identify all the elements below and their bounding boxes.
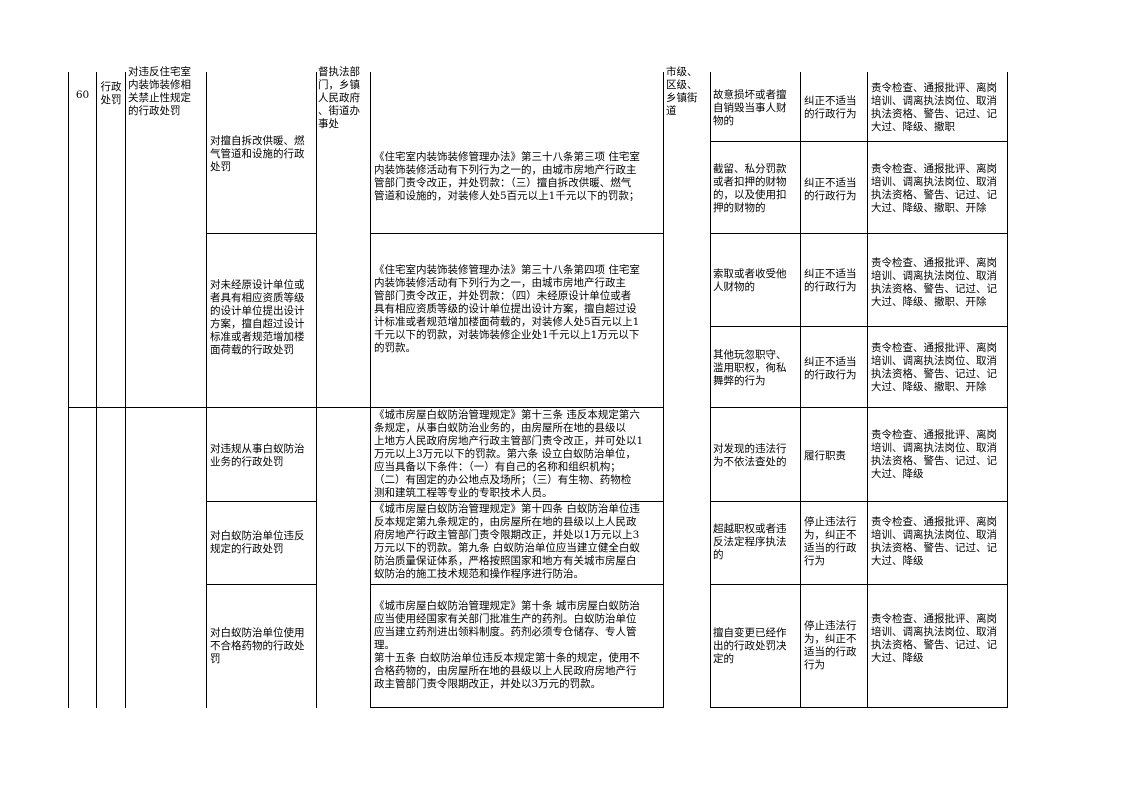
grid-line <box>206 501 317 502</box>
grid-line <box>370 72 371 708</box>
sub-item-name-cell: 对未经原设计单位或 者具有相应资质等级 的设计单位提出设计 方案，擅自超过设计 … <box>210 279 305 356</box>
grid-line <box>96 72 97 708</box>
grid-line <box>1007 72 1008 708</box>
duty-situation-cell: 索取或者收受他 人财物的 <box>713 268 787 293</box>
duty-type-cell: 履行职责 <box>804 450 846 462</box>
duty-type-cell: 纠正不适当 的行政行为 <box>804 95 857 120</box>
grid-line <box>206 233 317 234</box>
accountability-cell: 责令检查、通报批评、离岗 培训、调离执法岗位、取消 执法资格、警告、记过、记 大… <box>871 342 997 393</box>
duty-situation-cell: 故意损坏或者擅 自销毁当事人财 物的 <box>713 89 787 127</box>
legal-basis-cell: 《城市房屋白蚁防治管理规定》第十三条 违反本规定第六 条规定，从事白蚁防治业务的… <box>374 409 644 499</box>
grid-line <box>710 707 1008 708</box>
accountability-cell: 责令检查、通报批评、离岗 培训、调离执法岗位、取消 执法资格、警告、记过、记 大… <box>871 516 997 567</box>
sub-item-name-cell: 对白蚁防治单位违反 规定的行政处罚 <box>210 530 305 555</box>
grid-line <box>370 584 664 585</box>
duty-situation-cell: 擅自变更已经作 出的行政处罚决 定的 <box>713 627 787 665</box>
grid-line <box>710 72 711 708</box>
grid-line <box>370 707 664 708</box>
grid-line <box>370 233 664 234</box>
sub-item-name-cell: 对违规从事白蚁防治 业务的行政处罚 <box>210 443 305 468</box>
accountability-cell: 责令检查、通报批评、离岗 培训、调离执法岗位、取消 执法资格、警告、记过、记 大… <box>871 82 997 133</box>
duty-type-cell: 停止违法行 为，纠正不 适当的行政 行为 <box>804 516 857 567</box>
grid-line <box>710 233 1008 234</box>
duty-situation-cell: 其他玩忽职守、 滥用职权，徇私 舞弊的行为 <box>713 349 787 387</box>
accountability-cell: 责令检查、通报批评、离岗 培训、调离执法岗位、取消 执法资格、警告、记过、记 大… <box>871 613 997 664</box>
grid-line <box>68 407 664 408</box>
sub-item-name-cell: 对擅自拆改供暖、燃 气管道和设施的行政 处罚 <box>210 135 305 173</box>
grid-line <box>710 141 1008 142</box>
legal-basis-cell: 《住宅室内装饰装修管理办法》第三十八条第三项 住宅室 内装饰装修活动有下列行为之… <box>374 151 640 202</box>
duty-type-cell: 停止违法行 为，纠正不 适当的行政 行为 <box>804 620 857 671</box>
duty-situation-cell: 超越职权或者违 反法定程序执法 的 <box>713 523 787 561</box>
grid-line <box>125 72 126 708</box>
accountability-cell: 责令检查、通报批评、离岗 培训、调离执法岗位、取消 执法资格、警告、记过、记 大… <box>871 429 997 480</box>
duty-type-cell: 纠正不适当 的行政行为 <box>804 268 857 293</box>
duty-type-cell: 纠正不适当 的行政行为 <box>804 177 857 202</box>
duty-situation-cell: 截留、私分罚款 或者扣押的财物 的，以及使用扣 押的财物的 <box>713 163 787 214</box>
category-cell: 行政 处罚 <box>100 81 122 106</box>
accountability-cell: 责令检查、通报批评、离岗 培训、调离执法岗位、取消 执法资格、警告、记过、记 大… <box>871 257 997 308</box>
grid-line <box>206 584 317 585</box>
grid-line <box>800 72 801 708</box>
duty-type-cell: 纠正不适当 的行政行为 <box>804 356 857 381</box>
legal-basis-cell: 《城市房屋白蚁防治管理规定》第十条 城市房屋白蚁防治 应当使用经国家有关部门批准… <box>374 600 640 690</box>
grid-line <box>710 326 1008 327</box>
grid-line <box>710 407 1008 408</box>
grid-line <box>370 501 664 502</box>
authority-cell: 督执法部 门，乡镇 人民政府 、街道办 事处 <box>318 66 360 130</box>
row-number: 60 <box>75 89 90 101</box>
grid-line <box>316 72 317 708</box>
level-cell: 市级、 区级、 乡镇街 道 <box>666 66 698 117</box>
grid-line <box>68 72 69 708</box>
accountability-cell: 责令检查、通报批评、离岗 培训、调离执法岗位、取消 执法资格、警告、记过、记 大… <box>871 163 997 214</box>
legal-basis-cell: 《城市房屋白蚁防治管理规定》第十四条 白蚁防治单位违 反本规定第九条规定的，由房… <box>374 503 640 580</box>
grid-line <box>710 501 1008 502</box>
grid-line <box>710 584 1008 585</box>
grid-line <box>206 72 207 708</box>
item-name-cell: 对违反住宅室 内装饰装修相 关禁止性规定 的行政处罚 <box>128 66 191 117</box>
grid-line <box>663 72 664 708</box>
sub-item-name-cell: 对白蚁防治单位使用 不合格药物的行政处 罚 <box>210 627 305 665</box>
grid-line <box>867 72 868 708</box>
legal-basis-cell: 《住宅室内装饰装修管理办法》第三十八条第四项 住宅室 内装饰装修活动有下列行为之… <box>374 264 640 354</box>
duty-situation-cell: 对发现的违法行 为不依法查处的 <box>713 443 787 468</box>
